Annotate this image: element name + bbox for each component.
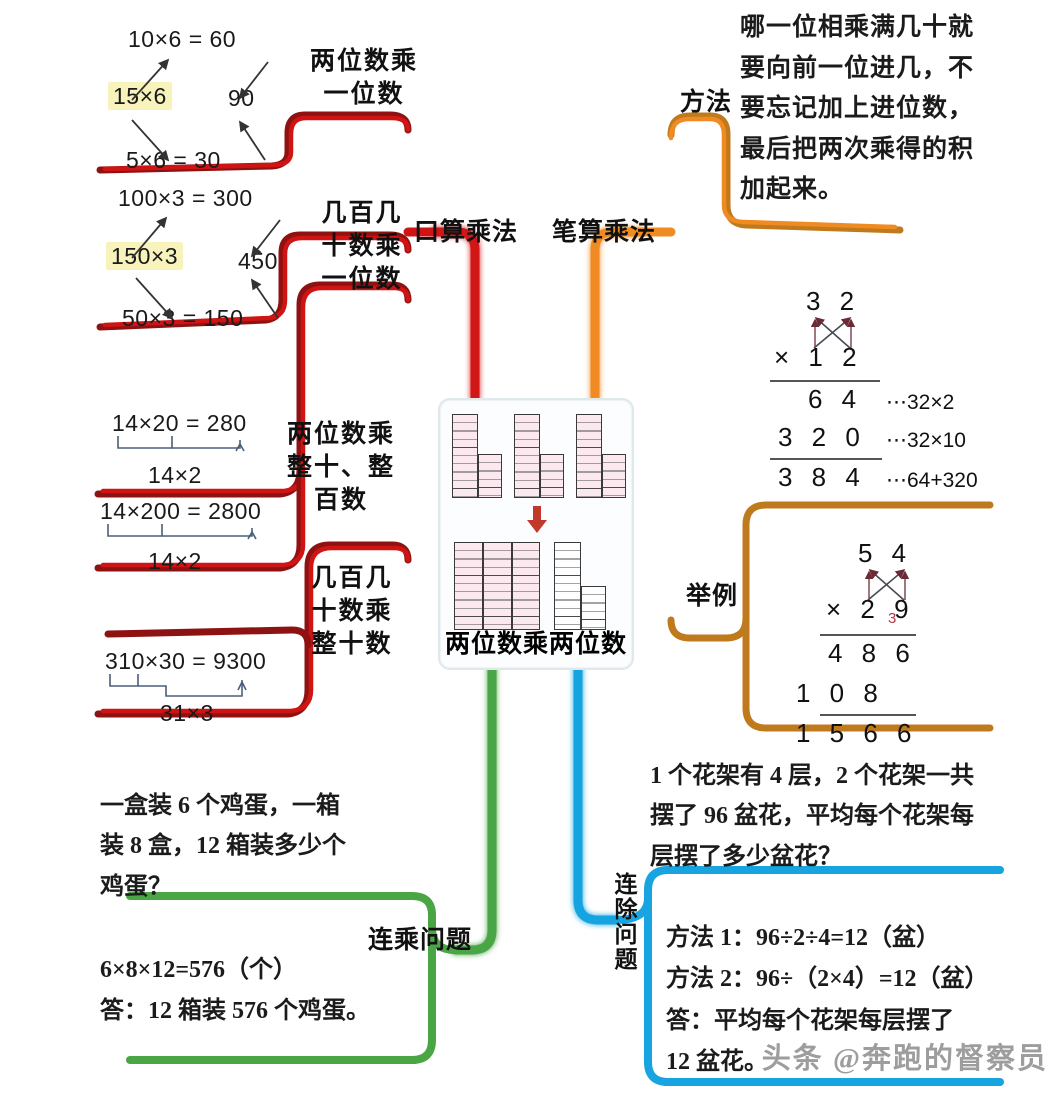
- green-branch: [126, 661, 497, 1064]
- chain-divide-question: 1 个花架有 4 层，2 个花架一共 摆了 96 盆花，平均每个花架每 层摆了多…: [650, 756, 1050, 877]
- oral-g2-left: 150×3: [106, 242, 184, 270]
- branch-label-chain-divide[interactable]: 连除问题: [611, 872, 636, 972]
- oral-g4-row1-expr: 310×30 = 9300: [105, 648, 267, 674]
- blue-branch: [573, 661, 1004, 1086]
- red-branch: [94, 111, 480, 718]
- rule-line: [820, 714, 916, 716]
- cat-line: 十数乘: [321, 233, 403, 260]
- total-product: 3 8 4: [778, 462, 866, 492]
- solution-line: 方法 1：96÷2÷4=12（盆）: [666, 925, 941, 951]
- oral-g3-category: 两位数乘 整十、整 百数: [272, 418, 410, 517]
- rule-line: [770, 458, 882, 460]
- partial-product-2-note: ⋯32×10: [886, 429, 966, 452]
- branch-label-chain-multiply[interactable]: 连乘问题: [368, 927, 473, 954]
- branch-label-written[interactable]: 笔算乘法: [552, 219, 657, 246]
- cat-line: 整十数: [311, 631, 393, 658]
- cat-line: 整十、整: [286, 454, 395, 481]
- partial-product-1: 4 8 6: [828, 638, 916, 668]
- rule-line: [770, 380, 880, 382]
- carry-digit: 3: [888, 610, 897, 627]
- partial-product-2: 3 2 0: [778, 422, 866, 452]
- oral-g1-left: 15×6: [108, 82, 172, 110]
- oral-g1-arrows: [131, 58, 269, 162]
- center-node-title: 两位数乘两位数: [444, 631, 627, 658]
- cat-line: 十数乘: [311, 598, 393, 625]
- cat-line: 几百几: [311, 565, 393, 592]
- cat-line: 两位数乘: [309, 48, 418, 75]
- total-product-note: ⋯64+320: [886, 469, 978, 492]
- oral-g3-row2-brace: [107, 524, 257, 540]
- method-line: 最后把两次乘得的积: [740, 135, 975, 163]
- oral-g1-top: 10×6 = 60: [128, 26, 237, 52]
- cross-arrows-icon: [864, 568, 910, 601]
- question-line: 一盒装 6 个鸡蛋，一箱: [100, 793, 340, 819]
- oral-g2-category: 几百几 十数乘 一位数: [298, 197, 426, 296]
- question-line: 装 8 盒，12 箱装多少个: [100, 833, 346, 860]
- oral-g4-row1-under: 31×3: [160, 700, 214, 726]
- method-line: 加起来。: [740, 176, 845, 203]
- solution-line: 方法 2：96÷（2×4）=12（盆）: [666, 966, 989, 993]
- branch-label-method[interactable]: 方法: [680, 89, 733, 116]
- orange-branch: [590, 112, 994, 740]
- solution-line: 6×8×12=576（个）: [100, 957, 298, 983]
- oral-g4-row1-brace: [109, 674, 247, 697]
- chain-multiply-question: 一盒装 6 个鸡蛋，一箱 装 8 盒，12 箱装多少个 鸡蛋？: [100, 786, 400, 907]
- cat-line: 一位数: [321, 266, 403, 293]
- block-group: [514, 414, 564, 498]
- cat-line: 几百几: [321, 200, 403, 227]
- vertical-multiplication-32x12: 3 2 × 1 2 6 4 ⋯32×2 3 2 0 ⋯32×10 3 8 4 ⋯…: [760, 286, 1030, 492]
- method-line: 要向前一位进几，不: [740, 54, 975, 82]
- cat-line: 一位数: [323, 81, 405, 108]
- block-group-partial: [554, 542, 606, 630]
- question-line: 1 个花架有 4 层，2 个花架一共: [650, 763, 974, 789]
- partial-product-1-note: ⋯32×2: [886, 391, 955, 414]
- solution-line: 12 盆花。: [666, 1048, 768, 1075]
- oral-g4-category: 几百几 十数乘 整十数: [288, 562, 416, 661]
- oral-g1-category: 两位数乘 一位数: [300, 45, 428, 111]
- down-arrow-icon: [527, 506, 547, 533]
- block-group-merged: [454, 542, 540, 630]
- vertical-multiplication-54x29: 5 4 × 2 9 3 4 8 6 1 0 8 1 5 6 6: [770, 538, 1020, 748]
- method-line: 哪一位相乘满几十就: [740, 14, 975, 41]
- written-method-text: 哪一位相乘满几十就 要向前一位进几，不 要忘记加上进位数， 最后把两次乘得的积 …: [740, 8, 1050, 211]
- multiplicand: 3 2: [806, 286, 861, 316]
- center-blocks-top: [452, 414, 626, 498]
- oral-g2-arrows: [131, 216, 281, 320]
- multiplicand: 5 4: [858, 538, 913, 568]
- watermark: 头条 @奔跑的督察员: [761, 1043, 1048, 1075]
- oral-g3-row2-under: 14×2: [148, 548, 202, 574]
- total-product: 1 5 6 6: [796, 718, 918, 748]
- multiplier: × 2 9: [826, 594, 915, 624]
- center-node[interactable]: 两位数乘两位数: [438, 398, 634, 670]
- method-line: 要忘记加上进位数，: [740, 95, 975, 122]
- chain-divide-solution: 方法 1：96÷2÷4=12（盆） 方法 2：96÷（2×4）=12（盆） 答：…: [666, 918, 1056, 1083]
- oral-g3-row1-expr: 14×20 = 280: [112, 410, 247, 436]
- cat-line: 两位数乘: [286, 421, 395, 448]
- solution-line: 答：平均每个花架每层摆了: [666, 1007, 954, 1034]
- partial-product-2: 1 0 8: [796, 678, 884, 708]
- oral-g3-row1-under: 14×2: [148, 462, 202, 488]
- partial-product-1: 6 4: [808, 384, 863, 414]
- cat-line: 百数: [313, 487, 368, 514]
- question-line: 摆了 96 盆花，平均每个花架每: [650, 803, 974, 830]
- oral-g3-row2-expr: 14×200 = 2800: [100, 498, 262, 524]
- solution-line: 答：12 箱装 576 个鸡蛋。: [100, 998, 370, 1025]
- chain-multiply-solution: 6×8×12=576（个） 答：12 箱装 576 个鸡蛋。: [100, 950, 420, 1033]
- oral-g2-top: 100×3 = 300: [118, 185, 253, 211]
- branch-label-example[interactable]: 举例: [686, 583, 739, 610]
- block-group: [452, 414, 502, 498]
- center-blocks-bottom: [454, 542, 606, 630]
- branch-label-oral[interactable]: 口算乘法: [414, 219, 519, 246]
- rule-line: [820, 634, 916, 636]
- question-line: 层摆了多少盆花？: [650, 843, 842, 870]
- oral-g3-row1-brace: [117, 436, 245, 452]
- question-line: 鸡蛋？: [100, 873, 172, 900]
- multiplier: × 1 2: [774, 342, 863, 372]
- cross-arrows-icon: [810, 316, 856, 349]
- block-group: [576, 414, 626, 498]
